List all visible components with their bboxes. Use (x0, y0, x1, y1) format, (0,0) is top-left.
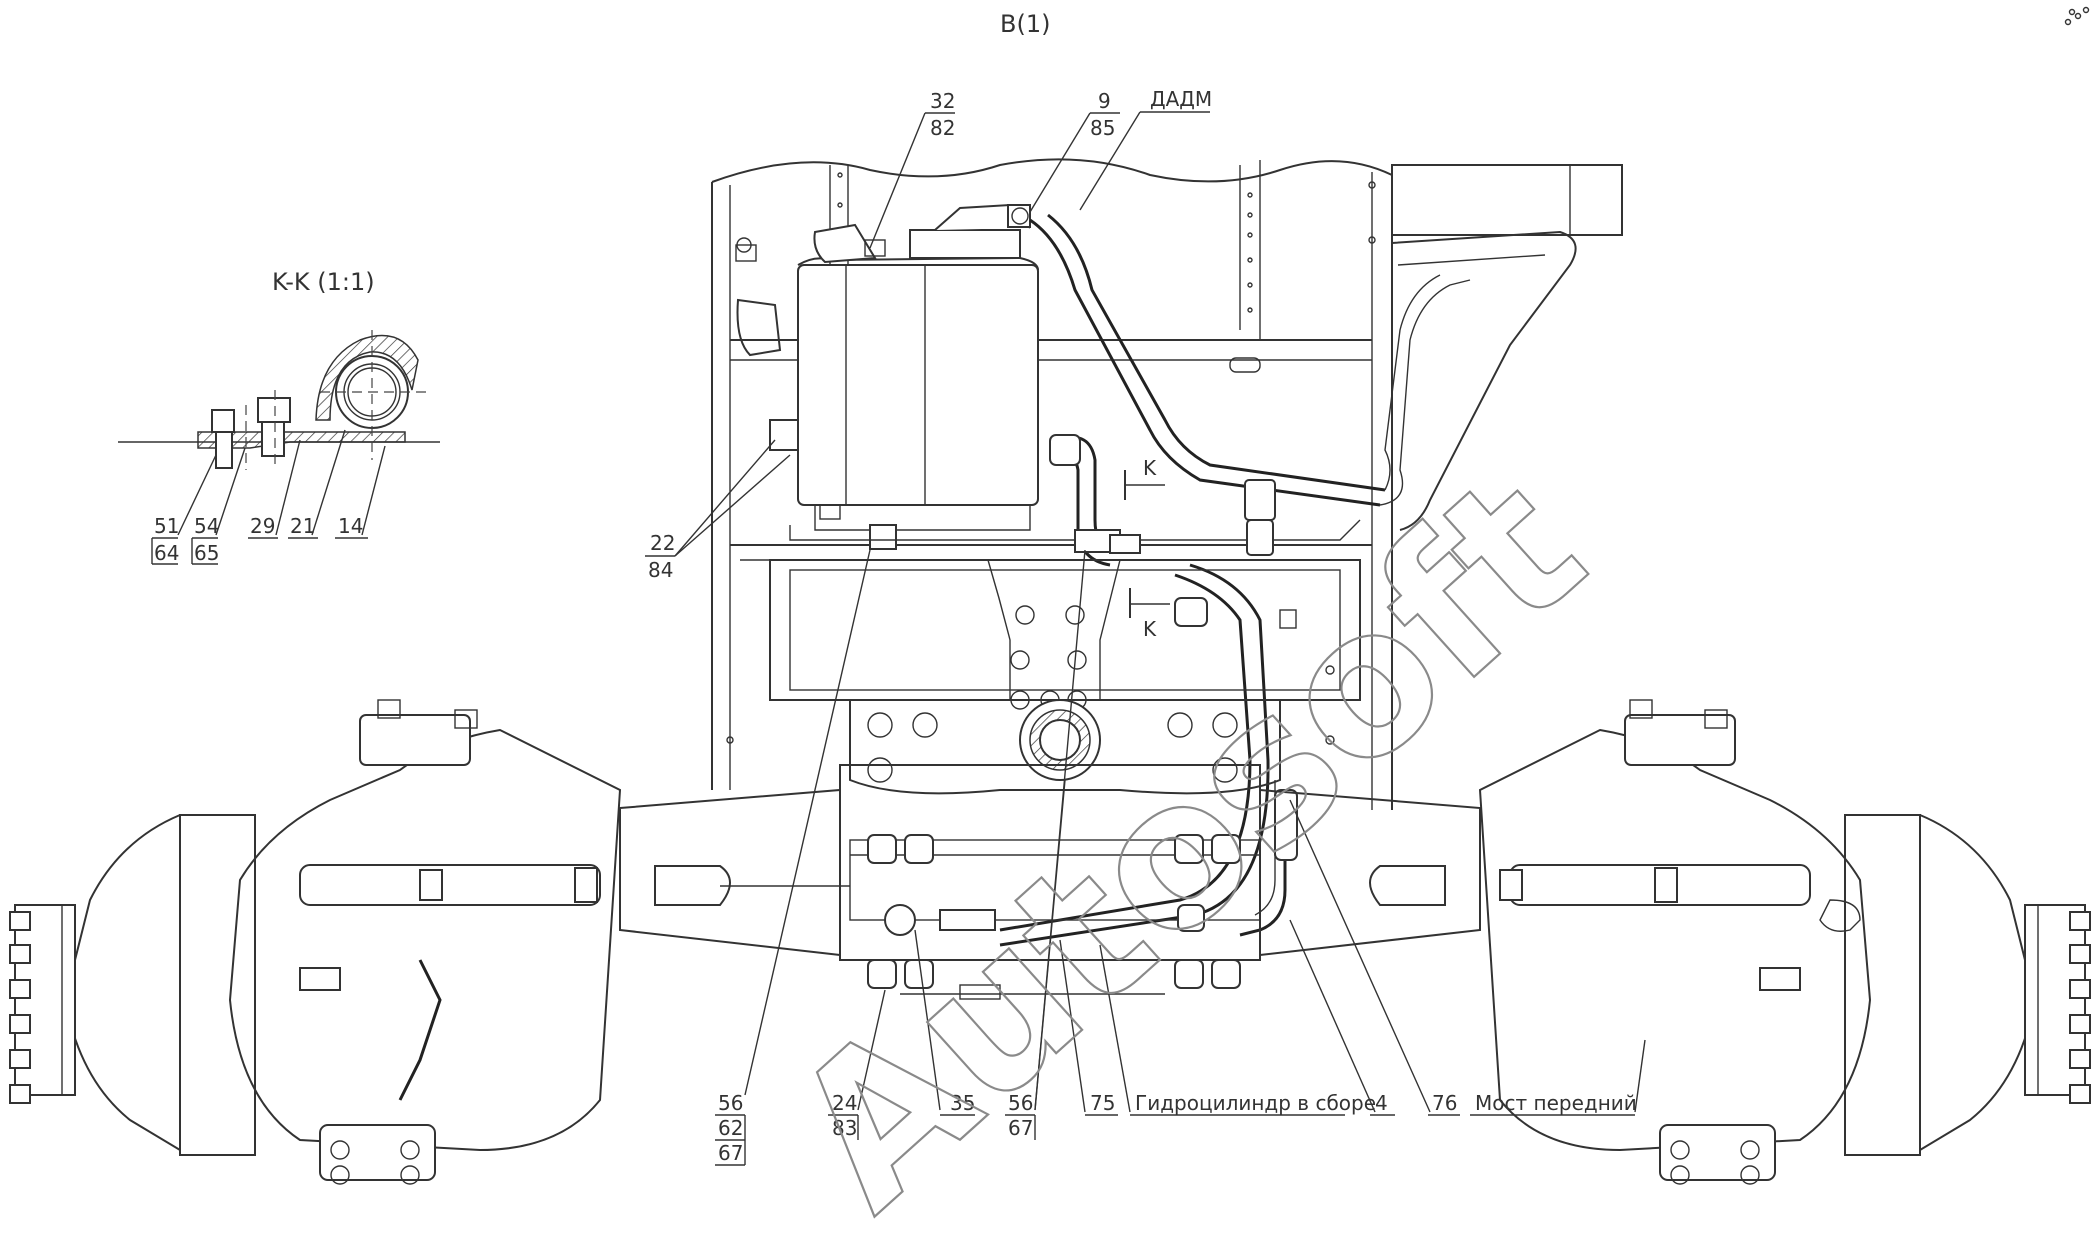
svg-text:56: 56 (1008, 1091, 1033, 1115)
callout-56-67: 56 67 (1005, 549, 1086, 1140)
svg-text:32: 32 (930, 89, 955, 113)
svg-text:82: 82 (930, 116, 955, 140)
svg-text:K: K (1143, 456, 1157, 480)
callout-32-82: 32 82 (869, 89, 955, 249)
svg-text:67: 67 (1008, 1116, 1033, 1140)
callout-76: 76 (1289, 799, 1460, 1116)
callout-9-85: 9 85 (1029, 89, 1120, 213)
differential-housing (769, 559, 1361, 795)
svg-text:29: 29 (250, 514, 275, 538)
svg-text:24: 24 (832, 1091, 857, 1115)
callout-21: 21 (288, 429, 346, 539)
callout-dadm: ДАДМ (1079, 87, 1212, 211)
section-mark-upper: K (1124, 456, 1165, 500)
svg-text:76: 76 (1432, 1091, 1457, 1115)
svg-text:Мост передний: Мост передний (1475, 1091, 1637, 1115)
section-title: K-K (1:1) (272, 268, 375, 296)
callout-54-65: 54 65 (191, 447, 246, 565)
svg-text:75: 75 (1090, 1091, 1115, 1115)
svg-text:84: 84 (648, 558, 673, 582)
svg-text:54: 54 (194, 514, 219, 538)
svg-text:62: 62 (718, 1116, 743, 1140)
callout-56-62-67: 56 62 67 (715, 549, 871, 1166)
svg-text:14: 14 (338, 514, 363, 538)
svg-text:65: 65 (194, 541, 219, 565)
corner-mark (2064, 6, 2090, 26)
svg-text:ДАДМ: ДАДМ (1150, 87, 1212, 111)
hydraulic-tank (769, 203, 1361, 550)
callout-hydrocylinder: Гидроцилиндр в сборе (1099, 944, 1376, 1116)
callout-24-83: 24 83 (828, 989, 886, 1140)
section-kk-view (118, 330, 440, 470)
callout-14: 14 (335, 445, 386, 539)
callout-4: 4 (1289, 919, 1395, 1116)
callout-22-84: 22 84 (645, 439, 791, 582)
svg-text:67: 67 (718, 1141, 743, 1165)
svg-text:K: K (1143, 617, 1157, 641)
callout-51-64: 51 64 (151, 454, 217, 565)
svg-text:56: 56 (718, 1091, 743, 1115)
svg-text:9: 9 (1098, 89, 1111, 113)
svg-text:83: 83 (832, 1116, 857, 1140)
callout-35: 35 (914, 929, 975, 1116)
front-axle (9, 699, 2091, 1185)
svg-text:Гидроцилиндр в сборе: Гидроцилиндр в сборе (1135, 1091, 1376, 1115)
svg-text:35: 35 (950, 1091, 975, 1115)
svg-text:4: 4 (1375, 1091, 1388, 1115)
svg-text:85: 85 (1090, 116, 1115, 140)
callout-75: 75 (1059, 939, 1118, 1116)
svg-text:64: 64 (154, 541, 179, 565)
section-mark-lower: K (1129, 588, 1170, 641)
callout-29: 29 (248, 439, 301, 539)
callout-front-axle: Мост передний (1470, 1039, 1646, 1116)
svg-text:21: 21 (290, 514, 315, 538)
svg-text:51: 51 (154, 514, 179, 538)
view-title: B(1) (1000, 10, 1050, 38)
svg-text:22: 22 (650, 531, 675, 555)
